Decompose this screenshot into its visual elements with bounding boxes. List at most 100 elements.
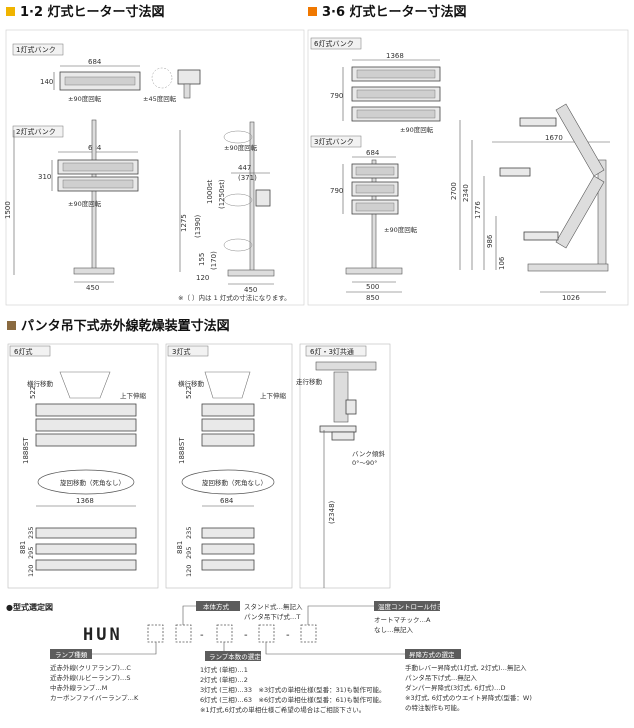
label-3bank: 3灯式バンク	[314, 137, 354, 146]
dim-rot-90b: ±90度回転	[68, 199, 102, 208]
tube-3bank-2	[355, 184, 395, 194]
main-option-1: スタンド式…無記入	[244, 602, 303, 611]
section1-title: 1·2 灯式ヒーター寸法図	[20, 4, 165, 20]
label-panta3: 3灯式	[172, 347, 190, 356]
rotate-text-6: 旋回移動（死角なし）	[60, 478, 125, 487]
slot-lamp	[147, 624, 164, 643]
dim-522b: 522	[185, 386, 193, 399]
stand-base-side	[227, 269, 275, 277]
slot-temp	[300, 624, 317, 643]
move-travel: 走行移動	[296, 377, 323, 386]
rot-ring-low	[223, 238, 253, 252]
count-note: ※1灯式,6灯式の単相仕様ご希望の場合はご相談下さい。	[200, 705, 365, 714]
slot-lift	[258, 624, 275, 643]
dim-447: 447	[238, 164, 251, 172]
tube-2bank-top	[62, 162, 134, 172]
label-common: 6灯・3灯共通	[310, 347, 354, 356]
dim-371: (371)	[238, 174, 257, 182]
dim-120a: 120	[27, 565, 35, 577]
conn-lamp	[92, 642, 157, 655]
dim-1368b: 1368	[76, 497, 94, 505]
dim-684a: 684	[88, 58, 102, 66]
panta3-low-3	[201, 559, 255, 571]
note-1bank: ※（ ）内は 1 灯式の寸法になります。	[178, 293, 291, 302]
label-6bank: 6灯式バンク	[314, 39, 354, 48]
dim-170: (170)	[210, 251, 218, 270]
lamp-option-3: 中赤外線ランプ…M	[50, 683, 107, 692]
move-horizontal-6: 横行移動	[27, 379, 54, 388]
tube-6bank-2	[356, 89, 436, 99]
lift-note-1: ※3灯式, 6灯式のウエイト昇降式(型番：W)	[405, 693, 532, 702]
dim-986: 986	[486, 234, 494, 248]
section2-marker	[308, 7, 317, 16]
dim-rot-90d: ±90度回転	[400, 125, 434, 134]
dim-1888a: 1888ST	[22, 437, 30, 464]
slot-main	[175, 624, 192, 643]
temp-option-1: オートマチック…A	[374, 616, 431, 624]
rail-common	[315, 361, 377, 371]
dim-684d: 684	[220, 497, 234, 505]
lift-note-2: の特注製作も可能。	[405, 703, 464, 712]
tag-lamp-bg	[50, 649, 92, 659]
dim-1026: 1026	[562, 294, 580, 302]
conn-lift	[265, 642, 405, 655]
frame-panta3	[165, 343, 293, 589]
dim-1250st: (1250st)	[218, 179, 226, 209]
tube-1bank	[64, 76, 136, 86]
heater-big-low	[523, 231, 559, 241]
model-heading: ●型式選定図	[6, 602, 53, 612]
dim-140: 140	[40, 78, 53, 86]
rot-arc-45	[151, 67, 173, 89]
slot-count	[216, 624, 233, 643]
heater-1bank-side	[177, 69, 201, 85]
label-box-6bank	[310, 37, 362, 50]
main-option-2: パンタ吊下げ式…T	[244, 612, 300, 621]
dim-rot-45: ±45度回転	[143, 94, 177, 103]
arm-upper	[555, 103, 605, 177]
model-prefix: HUN	[83, 625, 123, 645]
conn-main	[182, 605, 196, 625]
lift-option-1: 手動レバー昇降式(1灯式, 2灯式)…無記入	[405, 663, 527, 672]
dim-1670: 1670	[545, 134, 563, 142]
mount-1bank-side	[183, 83, 191, 99]
dash-2: -	[244, 630, 248, 641]
tube-6bank-3	[356, 109, 436, 119]
section2-title: 3·6 灯式ヒーター寸法図	[322, 4, 467, 20]
move-updown-3: 上下伸縮	[260, 391, 287, 400]
conn-temp	[307, 605, 374, 625]
dim-684c: 684	[366, 149, 380, 157]
tilt-text: バンク傾斜	[352, 449, 385, 458]
temp-option-2: なし…無記入	[374, 625, 414, 634]
panta3-heater-2	[201, 418, 255, 432]
dim-450b: 450	[244, 286, 257, 294]
dim-rot-90e: ±90度回転	[384, 225, 418, 234]
panta6-heater-1	[35, 403, 137, 417]
panta6-low-3	[35, 559, 137, 571]
lift-option-3: ダンパー昇降式(3灯式, 6灯式)…D	[405, 683, 505, 692]
dim-1390: (1390)	[194, 214, 202, 238]
lamp-option-2: 近赤外線(ルビーランプ)…S	[50, 673, 131, 682]
panta6-heater-3	[35, 433, 137, 447]
dash-3: -	[286, 630, 290, 641]
tag-main: 本体方式	[203, 602, 230, 611]
frame-common	[299, 343, 391, 589]
label-2bank: 2灯式バンク	[16, 127, 56, 136]
count-option-3: 3灯式 (三相)…33 ※3灯式の単相仕様(型番：31)も製作可能。	[200, 685, 385, 694]
dim-106: 106	[498, 256, 506, 270]
label-panta6: 6灯式	[14, 347, 32, 356]
frame-36	[307, 29, 629, 306]
stand-base-3bank	[345, 267, 403, 275]
panta-bank-tilt	[331, 431, 355, 441]
count-option-1: 1灯式 (単相)…1	[200, 665, 248, 674]
move-updown-6: 上下伸縮	[120, 391, 147, 400]
frame-panta6	[7, 343, 159, 589]
dim-1275: 1275	[180, 214, 188, 232]
dim-120b: 120	[185, 565, 193, 577]
rotation-ring-6	[37, 469, 135, 495]
move-horizontal-3: 横行移動	[178, 379, 205, 388]
dim-790b: 790	[330, 187, 343, 195]
tube-3bank-3	[355, 202, 395, 212]
rot-ring-top	[223, 130, 253, 144]
dim-850: 850	[366, 294, 379, 302]
rot-ring-mid	[223, 193, 253, 207]
